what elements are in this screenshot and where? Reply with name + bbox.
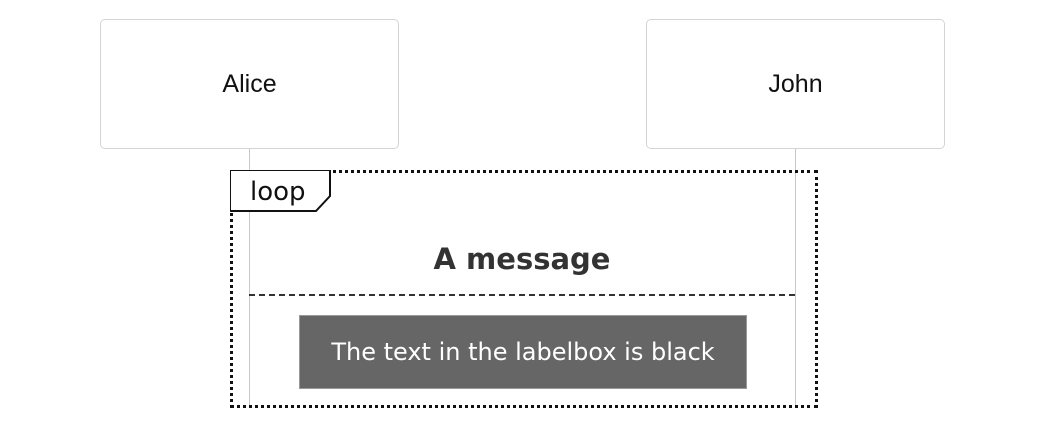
loop-frame [230,170,818,408]
message-label: A message [433,242,611,276]
loop-label: loop [250,177,306,207]
actor-alice: Alice [100,19,399,149]
labelbox-text: The text in the labelbox is black [331,338,715,366]
loop-tag-shape [230,170,331,212]
actor-john: John [646,19,945,149]
lifeline-alice [249,149,250,408]
actor-alice-label: Alice [222,69,277,98]
message-line [249,294,795,296]
labelbox: The text in the labelbox is black [299,315,747,389]
lifeline-john [795,149,796,408]
actor-john-label: John [768,69,823,98]
